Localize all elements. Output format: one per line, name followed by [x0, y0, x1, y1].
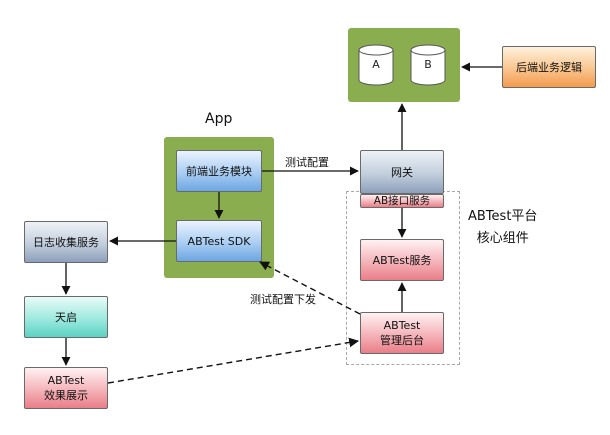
- database-a-label: A: [372, 58, 380, 71]
- database-a: A: [358, 44, 394, 86]
- frontend-module-node: 前端业务模块: [176, 150, 262, 192]
- app-label: App: [205, 111, 233, 127]
- log-collect-node: 日志收集服务: [24, 221, 108, 263]
- dashed-arrow-display-to-admin: [107, 337, 359, 384]
- tianqi-node: 天启: [24, 296, 108, 338]
- admin-backend-node: ABTest 管理后台: [360, 312, 444, 354]
- database-b: B: [410, 44, 446, 86]
- database-b-icon: [410, 44, 446, 86]
- test-config-label: 测试配置: [285, 156, 329, 169]
- abtest-platform-label: ABTest平台 核心组件: [468, 209, 538, 246]
- effect-display-node: ABTest 效果展示: [24, 367, 108, 409]
- gateway-node: 网关: [360, 150, 444, 194]
- abtest-sdk-node: ABTest SDK: [176, 220, 262, 262]
- database-a-icon: [358, 44, 394, 86]
- ab-interface-node: AB接口服务: [360, 194, 444, 208]
- dashed-arrow-admin-to-sdk: [259, 261, 361, 315]
- abtest-service-node: ABTest服务: [360, 239, 444, 281]
- database-b-label: B: [424, 58, 432, 71]
- backend-logic-node: 后端业务逻辑: [502, 46, 596, 88]
- test-config-dispatch-label: 测试配置下发: [250, 293, 316, 306]
